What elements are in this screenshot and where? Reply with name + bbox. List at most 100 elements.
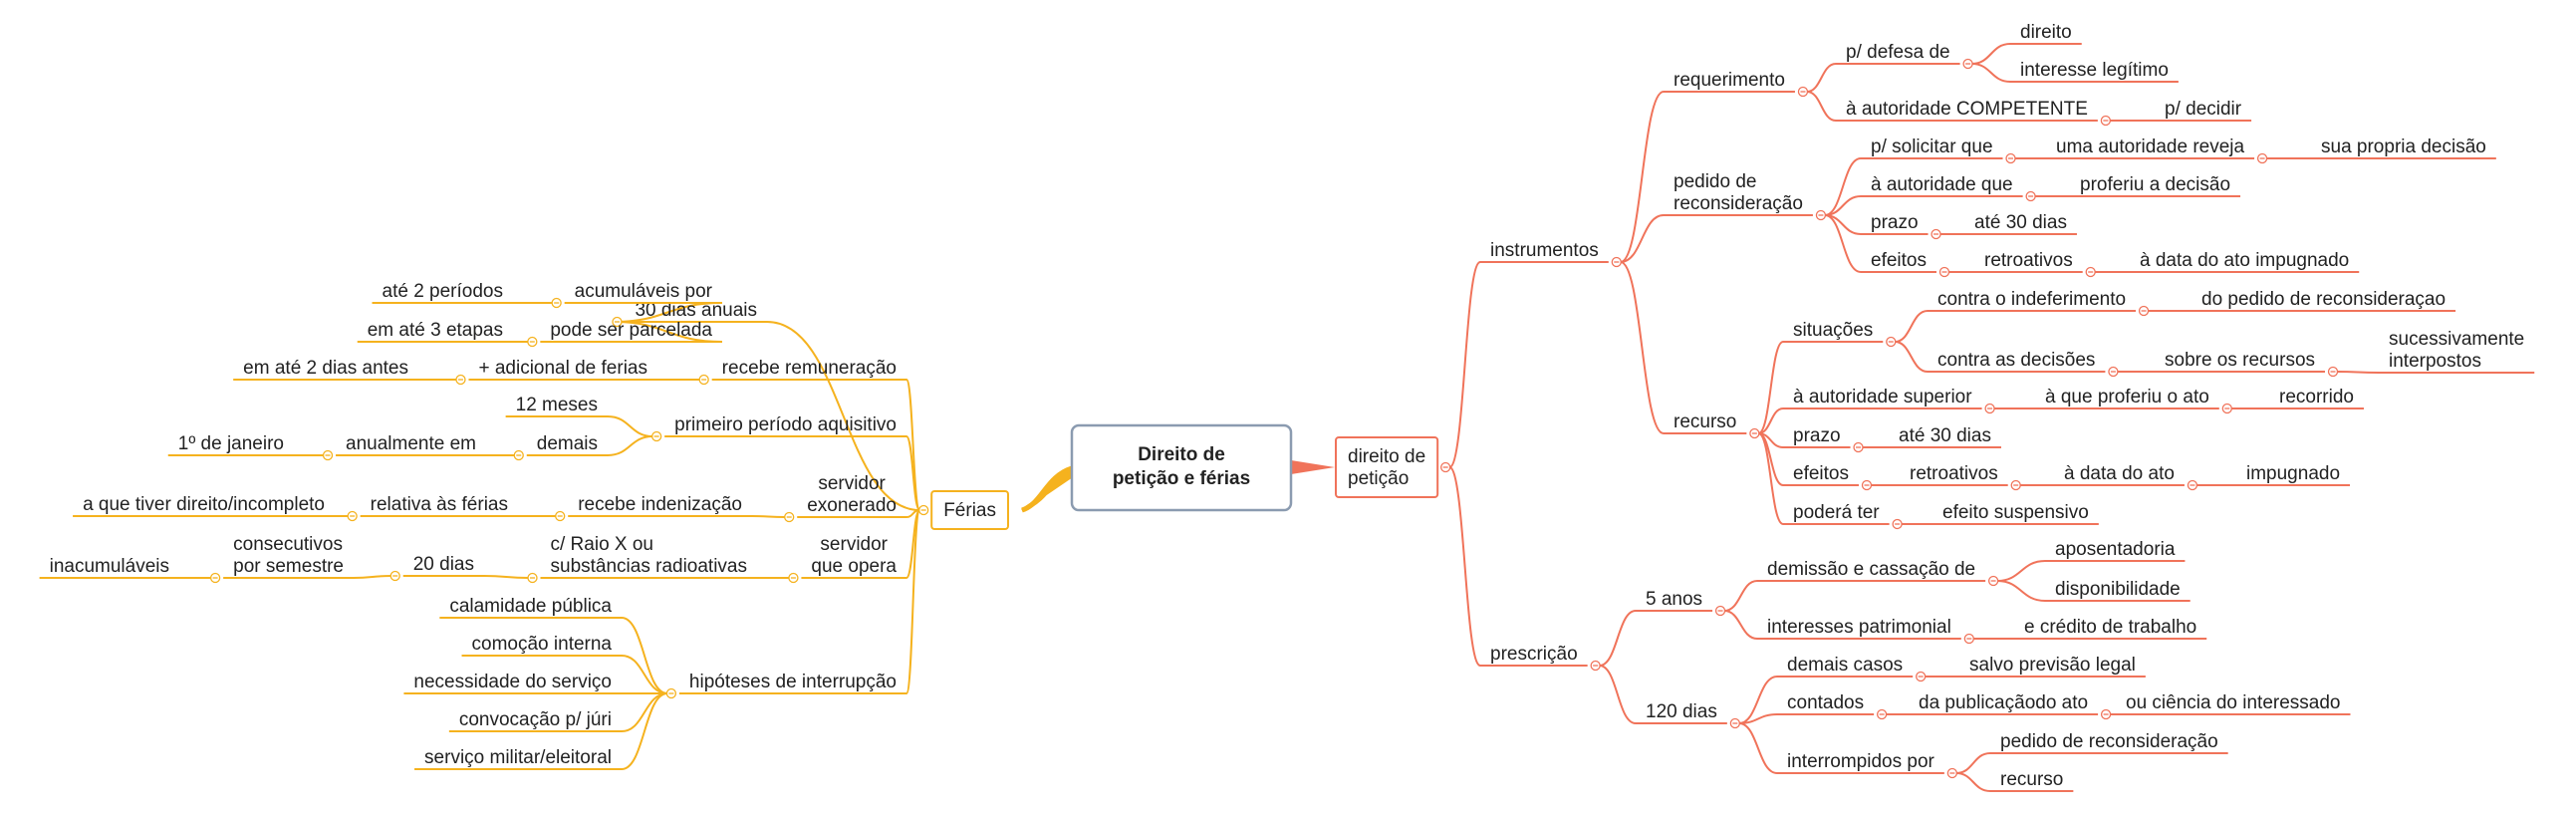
subtopic[interactable]: p/ solicitar que (1861, 136, 2016, 164)
subtopic[interactable]: calamidade pública (439, 596, 622, 619)
subtopic[interactable]: à data do ato (2054, 463, 2198, 491)
subtopic[interactable]: anualmente em (322, 433, 486, 461)
subtopic[interactable]: 20 dias (389, 554, 484, 582)
subtopic[interactable]: + adicional de ferias (455, 358, 657, 386)
subtopic[interactable]: contra as decisões (1928, 350, 2119, 378)
subtopic[interactable]: direito (2010, 22, 2082, 45)
subtopic[interactable]: instrumentos (1480, 240, 1622, 268)
subtopic[interactable]: interrompidos por (1777, 751, 1957, 779)
subtopic[interactable]: à que proferiu o ato (2035, 387, 2232, 414)
subtopic[interactable]: recorrido (2269, 387, 2364, 409)
topic-label: sobre os recursos (2165, 350, 2315, 371)
subtopic[interactable]: prazo (1861, 212, 1941, 240)
subtopic[interactable]: da publicaçãodo ato (1909, 692, 2112, 720)
subtopic[interactable]: efeitos (1783, 463, 1873, 491)
subtopic[interactable]: efeito suspensivo (1932, 502, 2099, 525)
subtopic[interactable]: a que tiver direito/incompleto (73, 494, 335, 517)
subtopic[interactable]: hipóteses de interrupção (665, 672, 906, 699)
subtopic[interactable]: até 2 períodos (372, 281, 513, 304)
subtopic[interactable]: requerimento (1664, 70, 1809, 98)
subtopic[interactable]: recurso (1990, 769, 2074, 792)
subtopic[interactable]: à autoridade COMPETENTE (1836, 99, 2112, 127)
subtopic[interactable]: à data do ato impugnado (2130, 250, 2360, 273)
topic-label: necessidade do serviço (413, 672, 612, 692)
subtopic[interactable]: prescrição (1480, 644, 1601, 672)
subtopic[interactable]: retroativos (1900, 463, 2021, 491)
subtopic[interactable]: em até 2 dias antes (233, 358, 418, 381)
subtopic[interactable]: poderá ter (1783, 502, 1903, 530)
topic-label: demais (537, 433, 598, 454)
subtopic[interactable]: efeitos (1861, 250, 1950, 278)
subtopic[interactable]: à autoridade superior (1783, 387, 1995, 414)
subtopic[interactable]: serviço militar/eleitoral (414, 747, 622, 770)
subtopic[interactable]: impugnado (2236, 463, 2351, 486)
subtopic[interactable]: salvo previsão legal (1959, 655, 2146, 678)
subtopic[interactable]: interesses patrimonial (1757, 617, 1974, 645)
subtopic[interactable]: contados (1777, 692, 1888, 720)
subtopic[interactable]: demais casos (1777, 655, 1927, 682)
subtopic[interactable]: convocação p/ júri (448, 709, 622, 732)
topic-label: recorrido (2279, 387, 2354, 408)
subtopic[interactable]: pedido de reconsideração (1990, 731, 2228, 754)
subtopic[interactable]: demissão e cassação de (1757, 559, 1999, 587)
subtopic[interactable]: disponibilidade (2045, 579, 2190, 602)
subtopic[interactable]: contra o indeferimento (1928, 289, 2150, 317)
subtopic[interactable]: acumuláveis por (551, 281, 722, 309)
subtopic[interactable]: proferiu a decisão (2070, 174, 2241, 197)
subtopic[interactable]: 12 meses (505, 395, 608, 417)
subtopic[interactable]: relativa às férias (347, 494, 518, 522)
subtopic[interactable]: sobre os recursos (2155, 350, 2339, 378)
subtopic[interactable]: do pedido de reconsideraçao (2191, 289, 2456, 312)
subtopic[interactable]: recebe remuneração (698, 358, 906, 386)
subtopic[interactable]: inacumuláveis (39, 556, 179, 579)
topic-label: recebe remuneração (722, 358, 897, 379)
subtopic[interactable]: 1º de janeiro (167, 433, 294, 456)
subtopic[interactable]: à autoridade que (1861, 174, 2036, 202)
subtopic[interactable]: prazo (1783, 425, 1864, 453)
branch-connector (621, 617, 668, 694)
topic-label: recurso (1674, 411, 1736, 432)
main-branch-topic[interactable]: Férias (918, 490, 1009, 530)
subtopic[interactable]: sua propria decisão (2311, 136, 2496, 159)
topic-label: comoção interna (472, 634, 613, 655)
subtopic[interactable]: recurso (1664, 411, 1760, 439)
subtopic[interactable]: 30 dias anuais (612, 300, 767, 328)
subtopic[interactable]: comoção interna (461, 634, 622, 657)
branch-connector (483, 575, 529, 579)
subtopic[interactable]: 5 anos (1636, 589, 1726, 617)
topic-label: poderá ter (1793, 502, 1880, 523)
subtopic[interactable]: ou ciência do interessado (2116, 692, 2351, 715)
subtopic[interactable]: demais (513, 433, 608, 461)
subtopic[interactable]: e crédito de trabalho (2014, 617, 2207, 640)
subtopic[interactable]: p/ defesa de (1836, 42, 1973, 70)
subtopic[interactable]: necessidade do serviço (403, 672, 622, 694)
branch-connector (1448, 261, 1481, 468)
subtopic[interactable]: recebe indenização (555, 494, 752, 522)
subtopic[interactable]: primeiro período aquisitivo (651, 414, 906, 442)
subtopic[interactable]: 120 dias (1636, 701, 1740, 729)
subtopic[interactable]: p/ decidir (2155, 99, 2252, 122)
subtopic[interactable]: pode ser parcelada (527, 320, 722, 348)
subtopic[interactable]: uma autoridade reveja (2046, 136, 2268, 164)
subtopic[interactable]: aposentadoria (2045, 539, 2186, 562)
topic-label: interrompidos por (1787, 751, 1935, 772)
topic-label: p/ decidir (2165, 99, 2242, 120)
subtopic[interactable]: em até 3 etapas (357, 320, 513, 343)
subtopic[interactable]: até 30 dias (1889, 425, 2001, 448)
subtopic[interactable]: retroativos (1974, 250, 2096, 278)
branch-connector (1599, 665, 1637, 724)
subtopic[interactable]: até 30 dias (1964, 212, 2077, 235)
branch-connector (2337, 371, 2380, 374)
subtopic[interactable]: situações (1783, 320, 1897, 348)
subtopic[interactable]: interesse legítimo (2010, 60, 2179, 83)
topic-label: direito (2020, 22, 2072, 43)
